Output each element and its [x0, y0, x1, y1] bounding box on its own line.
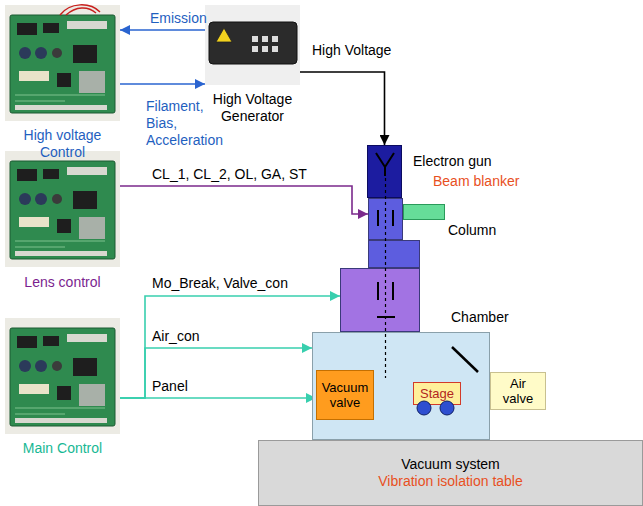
- box-text: Air valve: [494, 376, 542, 406]
- box-text: Vibration isolation table: [262, 473, 639, 490]
- photo-caption: High Voltage Generator: [205, 91, 300, 125]
- board-photo: [5, 151, 120, 267]
- valve-box: Air valve: [490, 372, 546, 410]
- cathode-symbol: [376, 153, 394, 176]
- pin: [262, 36, 268, 42]
- pin: [272, 36, 278, 42]
- signal-name: Mo_Break, Valve_con: [152, 275, 288, 292]
- signal-arrow: [300, 72, 385, 145]
- base-box: Vacuum systemVibration isolation table: [258, 440, 643, 506]
- stage-wheel: [417, 401, 431, 415]
- electron-beam: [385, 178, 386, 378]
- box-text: Stage: [417, 386, 457, 401]
- signal-name: Panel: [152, 378, 188, 395]
- photo-caption: High voltage Control: [5, 127, 120, 161]
- signal-name: CL_1, CL_2, OL, GA, ST: [152, 166, 307, 183]
- box-text: Vacuum system: [262, 456, 639, 473]
- blanker-block: Beam blanker: [403, 204, 445, 220]
- lens-mark: [378, 282, 393, 300]
- signal-arrow: [120, 296, 340, 398]
- photo-caption: Main Control: [5, 440, 120, 457]
- warning-sign: [216, 28, 232, 42]
- part-label: Electron gun: [413, 153, 492, 170]
- generator-case: [209, 22, 297, 64]
- pin: [252, 46, 258, 52]
- signal-name: Filament, Bias, Acceleration: [146, 98, 231, 149]
- box-text: Vacuum valve: [320, 380, 370, 410]
- lens-mark: [378, 210, 393, 226]
- detector-symbol: [452, 347, 478, 372]
- valve-box: Vacuum valve: [316, 370, 374, 420]
- board-photo: [5, 318, 120, 434]
- signal-arrow: [120, 186, 368, 214]
- signal-arrow: [120, 29, 205, 31]
- signal-arrow: [120, 397, 316, 399]
- stage-wheel: [440, 401, 454, 415]
- pin: [272, 46, 278, 52]
- shape-part: [341, 269, 420, 332]
- part-label: Chamber: [451, 309, 509, 326]
- part-label: Column: [448, 222, 496, 239]
- column-shape: Column: [340, 198, 420, 332]
- pin: [252, 36, 258, 42]
- photo-caption: Lens control: [5, 274, 120, 291]
- aperture-mark: [377, 316, 395, 318]
- signal-name: Air_con: [152, 328, 199, 345]
- photo-ground: [205, 5, 300, 85]
- signal-name: Emission: [150, 10, 207, 27]
- wire: [60, 5, 100, 15]
- board-photo: [5, 5, 120, 121]
- shape-part: [369, 241, 420, 268]
- pin: [262, 46, 268, 52]
- signal-arrow: [120, 83, 205, 85]
- part-label: Beam blanker: [433, 173, 519, 190]
- signal-name: High Voltage: [312, 42, 391, 59]
- shape-outline: [340, 198, 420, 332]
- signal-arrow: [120, 348, 312, 398]
